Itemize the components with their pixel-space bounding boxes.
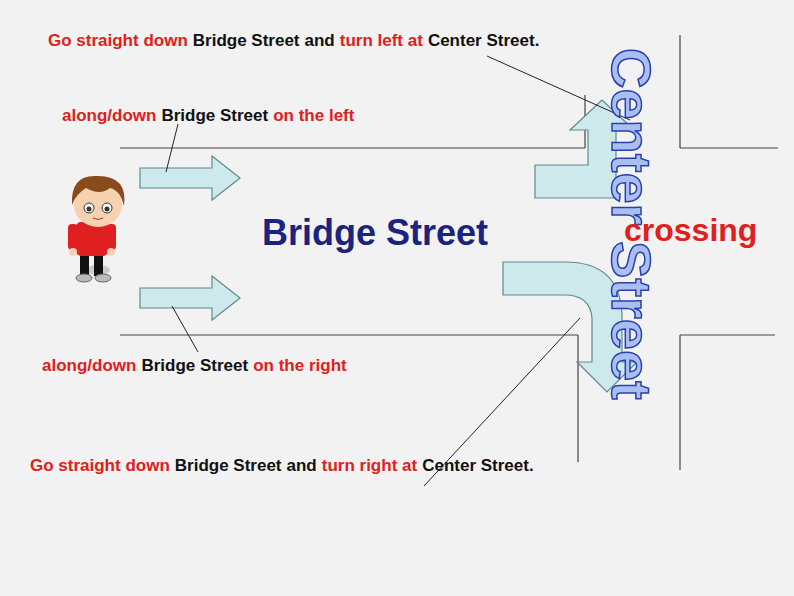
direction-caption: Bridge Street bbox=[193, 31, 300, 51]
direction-caption: Bridge Street bbox=[141, 356, 248, 376]
direction-caption: turn right at bbox=[322, 456, 417, 476]
direction-arrows bbox=[140, 100, 637, 392]
boy-figure bbox=[68, 176, 124, 282]
direction-caption: and bbox=[287, 456, 317, 476]
direction-caption: Bridge Street bbox=[161, 106, 268, 126]
direction-caption: and bbox=[305, 31, 335, 51]
direction-caption: along/down bbox=[62, 106, 156, 126]
direction-caption: Center Street. bbox=[428, 31, 539, 51]
street-name: Bridge Street bbox=[262, 212, 488, 254]
street-edges bbox=[120, 35, 778, 470]
direction-caption: Bridge Street bbox=[175, 456, 282, 476]
direction-caption: Go straight down bbox=[48, 31, 188, 51]
direction-caption: along/down bbox=[42, 356, 136, 376]
direction-caption: on the left bbox=[273, 106, 354, 126]
direction-caption: on the right bbox=[253, 356, 346, 376]
direction-caption: Center Street. bbox=[422, 456, 533, 476]
direction-caption: Go straight down bbox=[30, 456, 170, 476]
direction-caption: turn left at bbox=[340, 31, 423, 51]
crossing-label: crossing bbox=[624, 212, 757, 249]
